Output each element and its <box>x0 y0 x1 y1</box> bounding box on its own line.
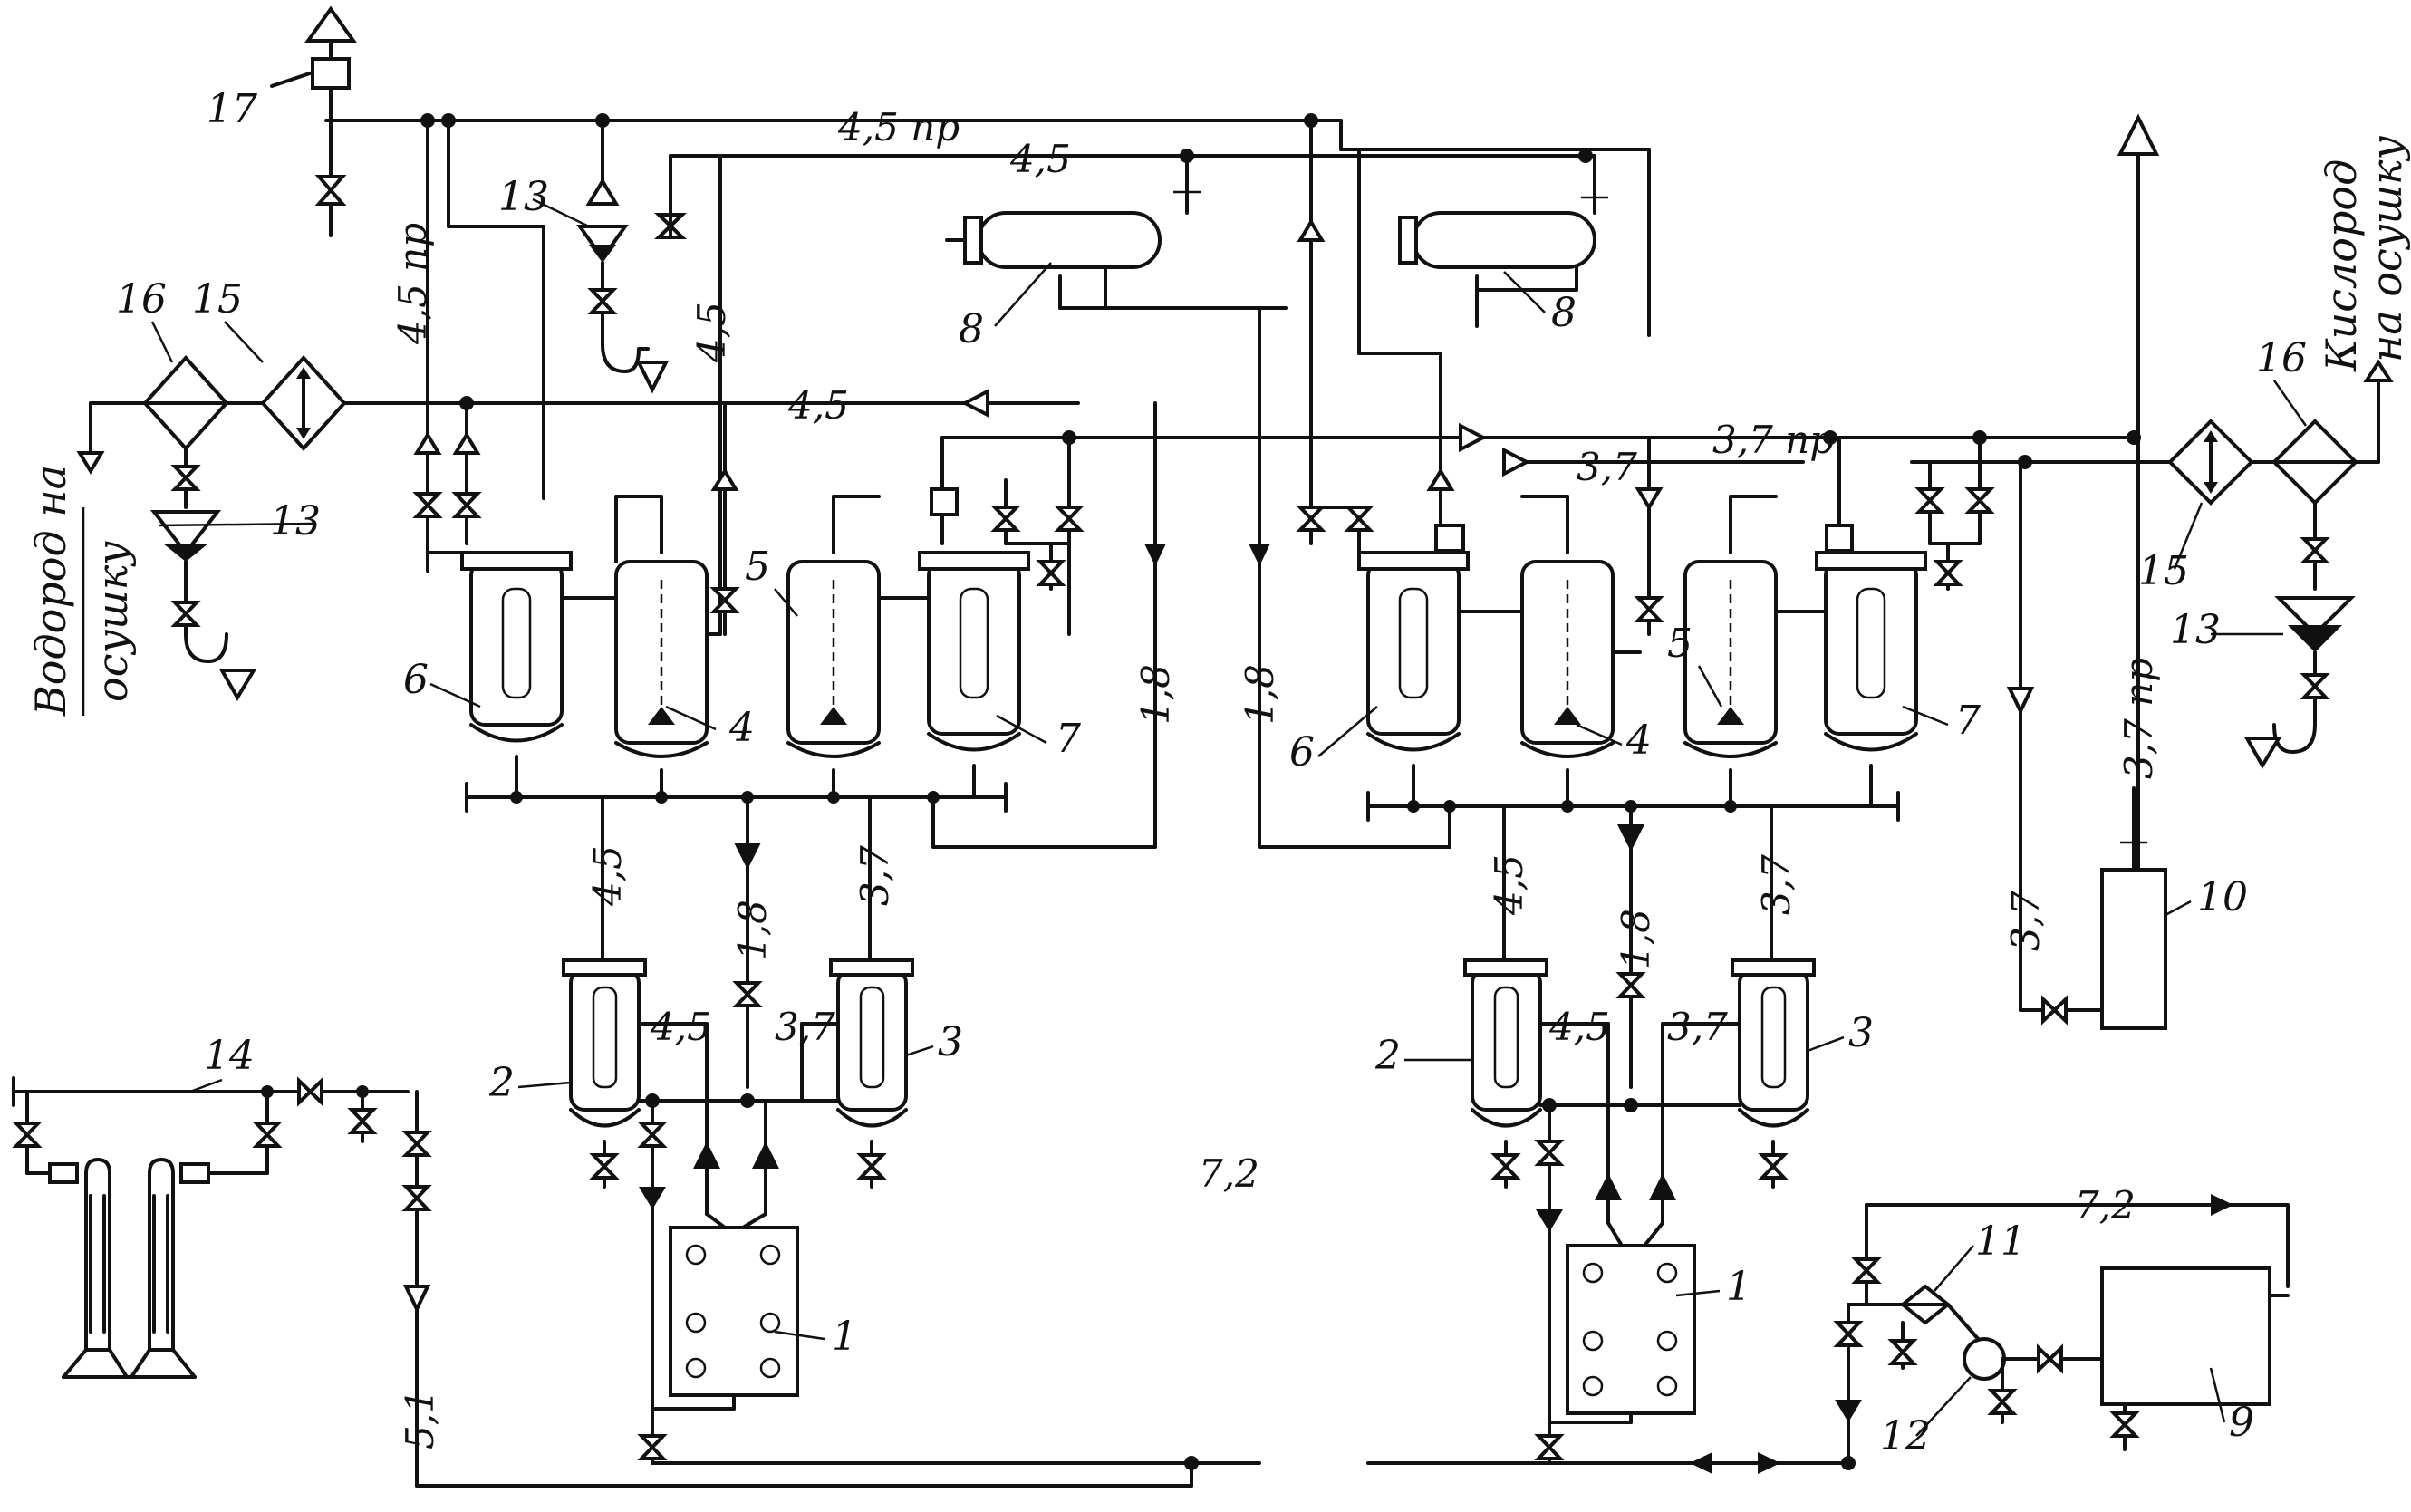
item-10: 10 <box>2197 874 2248 920</box>
item-14: 14 <box>204 1033 255 1079</box>
pipe-label-drop-18-left: 1,8 <box>1133 664 1178 725</box>
pipe-label-far-right-37pr: 3,7 пр <box>2117 658 2161 779</box>
pipe-label-right-down-37: 3,7 <box>1754 854 1799 915</box>
item-15-left: 15 <box>192 276 243 323</box>
pipe-label-bottom-51: 5,1 <box>398 1389 442 1449</box>
item-4-right: 4 <box>1625 717 1652 764</box>
item-1-right: 1 <box>1726 1264 1751 1310</box>
pipe-label-right-37: 3,7 <box>1577 445 1637 489</box>
item-3-left: 3 <box>938 1019 963 1065</box>
electrolyzer-1-right <box>1548 1221 1696 1424</box>
item-12: 12 <box>1880 1413 1931 1459</box>
item-6-left: 6 <box>403 657 429 703</box>
pipe-label-drop-18-right: 1,8 <box>1238 664 1282 725</box>
pipe-label-far-right-37: 3,7 <box>2003 891 2048 951</box>
item-3-right: 3 <box>1848 1010 1874 1056</box>
filter-15-left <box>260 355 347 451</box>
reactor-bank-right <box>1249 119 1995 849</box>
item-16-left: 16 <box>116 276 167 323</box>
item-7-left: 7 <box>1056 716 1081 762</box>
item-5-left: 5 <box>745 544 770 590</box>
electrolyzer-1-left <box>651 1212 799 1411</box>
hydrogen-label: Водород на осушку <box>26 465 137 717</box>
item-6-right: 6 <box>1289 729 1315 775</box>
pipe-label-left-down-18: 1,8 <box>730 900 775 960</box>
pipe-label-top-main: 4,5 пр <box>837 105 960 149</box>
pipe-label-right-72: 7,2 <box>2075 1183 2136 1228</box>
item-2-right: 2 <box>1374 1033 1401 1079</box>
oxygen-label-line2: на осушку <box>2362 135 2411 362</box>
receiver-8-right <box>1398 184 1608 328</box>
item-13-right: 13 <box>2170 607 2221 653</box>
leader-lines <box>150 197 2308 1437</box>
hydrogen-label-line1: Водород на <box>26 465 75 717</box>
item-2-left: 2 <box>488 1060 515 1106</box>
filter-16-left <box>142 355 257 701</box>
hydrogen-label-line2: осушку <box>88 541 137 702</box>
item-numbers: 17 13 16 15 13 8 8 6 4 5 7 6 4 5 7 2 3 2… <box>116 86 2307 1459</box>
right-oxygen-side <box>2006 113 2394 1030</box>
item-1-left: 1 <box>832 1314 857 1360</box>
reactor-bank-left <box>412 401 1166 849</box>
pipe-label-right-sep-37: 3,7 <box>1667 1005 1728 1049</box>
item-8-right: 8 <box>1551 290 1577 336</box>
pipe-label-right-down-45: 4,5 <box>1487 854 1531 916</box>
oxygen-label: Кислород на осушку <box>2317 135 2411 372</box>
pipe-label-right-37pr: 3,7 пр <box>1712 418 1834 462</box>
item-13-left: 13 <box>270 498 321 544</box>
item-5-right: 5 <box>1667 621 1693 667</box>
separators-left <box>562 795 914 1415</box>
separator-13-top <box>576 119 687 394</box>
item-7-right: 7 <box>1955 698 1981 744</box>
item-9: 9 <box>2229 1400 2254 1446</box>
pipe-labels: 4,5 пр 4,5 4,5 3,7 пр 3,7 7,2 7,2 4,5 пр… <box>391 105 2161 1449</box>
pipe-label-right-down-18: 1,8 <box>1614 909 1658 969</box>
bottom-right-units <box>1833 1194 2290 1465</box>
item-8-left: 8 <box>959 306 984 352</box>
pipe-label-left-vert-45pr: 4,5 пр <box>391 223 435 345</box>
item-13-top: 13 <box>498 174 549 220</box>
cylinder-bank-14 <box>12 1076 1193 1488</box>
pipe-label-top-second: 4,5 <box>1009 137 1071 181</box>
pipe-label-left-vert-45: 4,5 <box>690 302 734 363</box>
receiver-8-left <box>945 154 1288 310</box>
item-16-right: 16 <box>2256 335 2307 381</box>
oxygen-label-line1: Кислород <box>2317 159 2366 372</box>
vent-17 <box>270 5 357 237</box>
pipe-label-left-sep-45: 4,5 <box>650 1005 711 1049</box>
pipe-label-left-down-37: 3,7 <box>853 845 897 906</box>
item-17: 17 <box>207 86 257 132</box>
pipe-label-left-sep-37: 3,7 <box>775 1005 835 1049</box>
pipe-label-mid-45: 4,5 <box>787 383 849 428</box>
pipe-label-bottom-72: 7,2 <box>1199 1151 1259 1196</box>
item-11: 11 <box>1975 1218 2026 1265</box>
item-4-left: 4 <box>728 705 755 751</box>
bottom-72-line <box>637 1407 1856 1474</box>
pipe-label-left-down-45: 4,5 <box>585 845 630 907</box>
separators-right <box>1463 804 1816 1451</box>
pipe-label-right-sep-45: 4,5 <box>1548 1005 1610 1049</box>
